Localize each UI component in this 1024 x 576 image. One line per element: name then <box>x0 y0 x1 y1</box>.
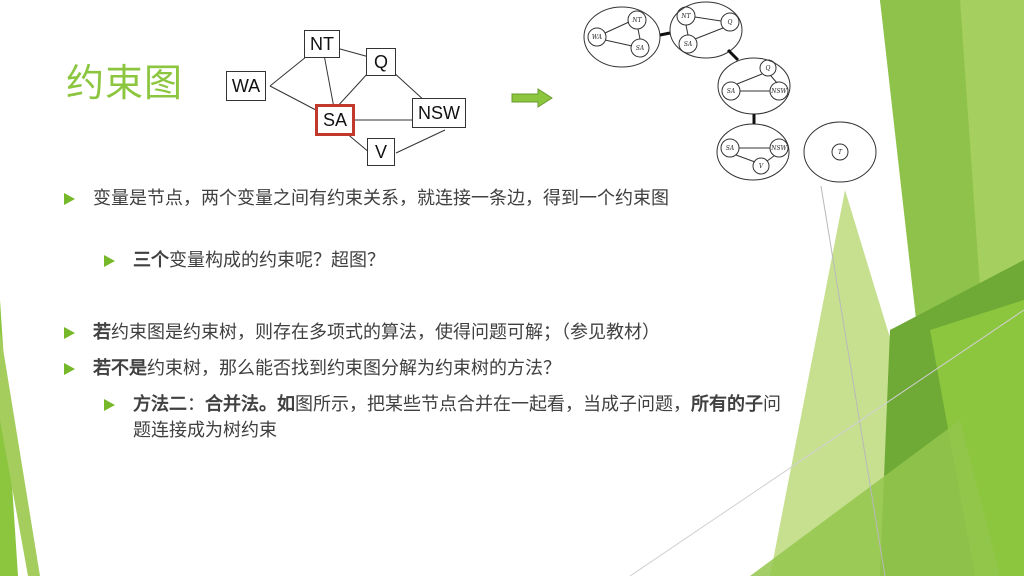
bullet-bold: 三个 <box>133 250 169 271</box>
bullet-rest: 约束图是约束树，则存在多项式的算法，使得问题可解；（参见教材） <box>111 322 660 343</box>
bullet-sep: ： <box>187 394 205 415</box>
bullet-text: 三个变量构成的约束呢？超图？ <box>133 248 385 274</box>
bullet-triangle-icon <box>104 399 115 411</box>
bullet-item-2: 三个变量构成的约束呢？超图？ <box>104 248 385 274</box>
mini-label-nsw-2: NSW <box>770 145 787 152</box>
node-sa: SA <box>315 104 355 136</box>
mini-label-q: Q <box>728 19 733 26</box>
bullet-rest-1: 图所示，把某些节点合并在一起看，当成子问题， <box>295 394 691 415</box>
bullet-bold-1: 方法二 <box>133 394 187 415</box>
mini-label-nsw: NSW <box>770 88 787 95</box>
node-nsw: NSW <box>412 98 466 128</box>
bullet-bold: 若 <box>93 322 111 343</box>
bullet-rest-2: 问题连接成为树约束 <box>133 394 781 441</box>
mini-label-sa: SA <box>636 45 645 52</box>
node-wa: WA <box>226 71 266 101</box>
node-v: V <box>367 138 395 166</box>
mini-label-nt: NT <box>631 17 642 24</box>
bullet-triangle-icon <box>64 363 75 375</box>
node-q: Q <box>366 48 396 76</box>
node-nt: NT <box>304 30 340 58</box>
bullet-item-3: 若约束图是约束树，则存在多项式的算法，使得问题可解；（参见教材） <box>64 320 660 346</box>
slide-title: 约束图 <box>66 61 184 105</box>
bullet-bold-3: 所有的子 <box>691 394 763 415</box>
bullet-triangle-icon <box>64 327 75 339</box>
mini-label-wa: WA <box>592 34 603 41</box>
constraint-graph: NT Q WA SA NSW V <box>220 28 480 173</box>
mini-label-sa-4: SA <box>726 145 735 152</box>
bullet-rest: 变量构成的约束呢？超图？ <box>169 250 385 271</box>
bullet-triangle-icon <box>64 193 75 205</box>
bullet-item-5: 方法二：合并法。如图所示，把某些节点合并在一起看，当成子问题，所有的子问题连接成… <box>104 392 784 444</box>
bullet-bold: 若不是 <box>93 358 147 379</box>
bullet-text: 方法二：合并法。如图所示，把某些节点合并在一起看，当成子问题，所有的子问题连接成… <box>133 392 784 444</box>
merged-tree-diagram: WA NT SA NT Q SA Q SA NSW SA NSW V T <box>578 0 880 186</box>
bullet-item-1: 变量是节点，两个变量之间有约束关系，就连接一条边，得到一个约束图 <box>64 186 764 212</box>
mini-label-sa-2: SA <box>684 41 693 48</box>
bullet-text: 若约束图是约束树，则存在多项式的算法，使得问题可解；（参见教材） <box>93 320 660 346</box>
bullet-rest: 约束树，那么能否找到约束图分解为约束树的方法？ <box>147 358 561 379</box>
bullet-text: 变量是节点，两个变量之间有约束关系，就连接一条边，得到一个约束图 <box>93 188 669 209</box>
mini-label-t: T <box>838 149 843 156</box>
mini-label-nt-2: NT <box>680 13 691 20</box>
mini-label-v: V <box>759 163 764 170</box>
bullet-triangle-icon <box>104 255 115 267</box>
bullet-item-4: 若不是约束树，那么能否找到约束图分解为约束树的方法？ <box>64 356 561 382</box>
mini-label-sa-3: SA <box>727 88 736 95</box>
bullet-text: 若不是约束树，那么能否找到约束图分解为约束树的方法？ <box>93 356 561 382</box>
mini-label-q-2: Q <box>766 65 771 72</box>
bullet-bold-2: 合并法。如 <box>205 394 295 415</box>
right-arrow-icon <box>511 88 553 108</box>
